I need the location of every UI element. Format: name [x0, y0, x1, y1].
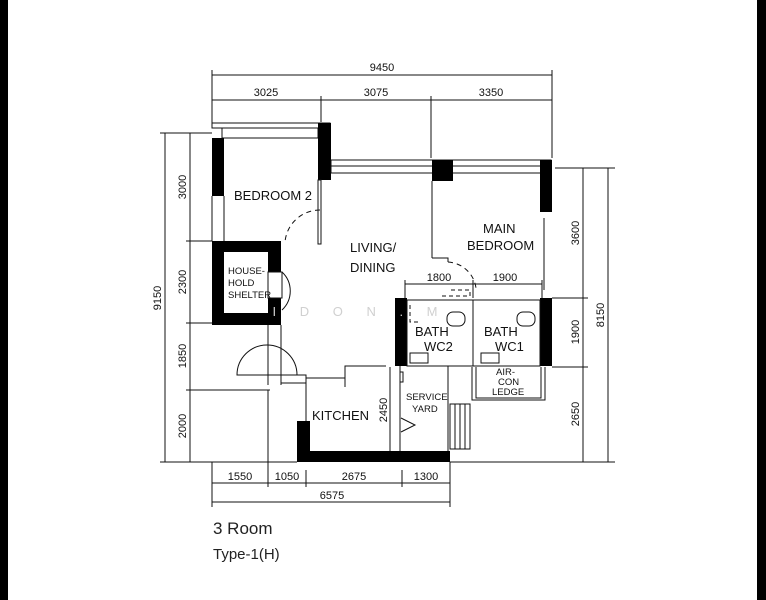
label-aircon2: CON [498, 377, 519, 388]
dim-bath1-width: 1900 [493, 272, 517, 284]
dim-bottom-2: 1050 [275, 471, 299, 483]
dim-bottom-1: 1550 [228, 471, 252, 483]
dim-left-total: 9150 [152, 286, 164, 310]
label-main: MAIN [483, 221, 516, 236]
dimension-lines [160, 70, 615, 507]
dim-right-3: 2650 [570, 402, 582, 426]
label-service: SERVICE [406, 392, 448, 403]
label-kitchen: KITCHEN [312, 408, 369, 423]
dim-bottom-total: 6575 [320, 490, 344, 502]
left-border [0, 0, 8, 600]
label-aircon1: AIR- [496, 367, 515, 378]
dim-bottom-3: 2675 [342, 471, 366, 483]
dim-right-total: 8150 [595, 303, 607, 327]
walls [211, 122, 552, 462]
label-wc1: WC1 [495, 339, 524, 354]
right-border [757, 0, 766, 600]
dim-left-1: 3000 [177, 175, 189, 199]
dim-left-2: 2300 [177, 270, 189, 294]
room-labels: BEDROOM 2 LIVING/ DINING MAIN BEDROOM HO… [228, 188, 534, 423]
label-shelter2: HOLD [228, 278, 255, 289]
dim-top-total: 9450 [370, 62, 394, 74]
dim-top-3: 3350 [479, 87, 503, 99]
label-aircon3: LEDGE [492, 387, 524, 398]
dim-bottom-4: 1300 [414, 471, 438, 483]
dim-right-2: 1900 [570, 320, 582, 344]
label-shelter1: HOUSE- [228, 266, 265, 277]
label-bath2: BATH [415, 324, 449, 339]
label-wc2: WC2 [424, 339, 453, 354]
label-shelter3: SHELTER [228, 290, 271, 301]
label-bath1: BATH [484, 324, 518, 339]
label-dining: DINING [350, 260, 396, 275]
dim-bath2-width: 1800 [427, 272, 451, 284]
dim-top-2: 3075 [364, 87, 388, 99]
dimension-labels: 9450 3025 3075 3350 9150 3000 2300 1850 … [152, 62, 607, 502]
label-bedroom2: BEDROOM 2 [234, 188, 312, 203]
dim-left-3: 1850 [177, 344, 189, 368]
dim-right-1: 3600 [570, 221, 582, 245]
plan-subtitle: Type-1(H) [213, 546, 280, 563]
label-main-bedroom: BEDROOM [467, 238, 534, 253]
dim-kitchen-depth: 2450 [378, 398, 390, 422]
label-yard: YARD [412, 404, 438, 415]
watermark: I D O N . M [273, 304, 448, 319]
dim-left-4: 2000 [177, 414, 189, 438]
plan-title: 3 Room [213, 519, 273, 538]
label-living: LIVING/ [350, 240, 397, 255]
dim-top-1: 3025 [254, 87, 278, 99]
